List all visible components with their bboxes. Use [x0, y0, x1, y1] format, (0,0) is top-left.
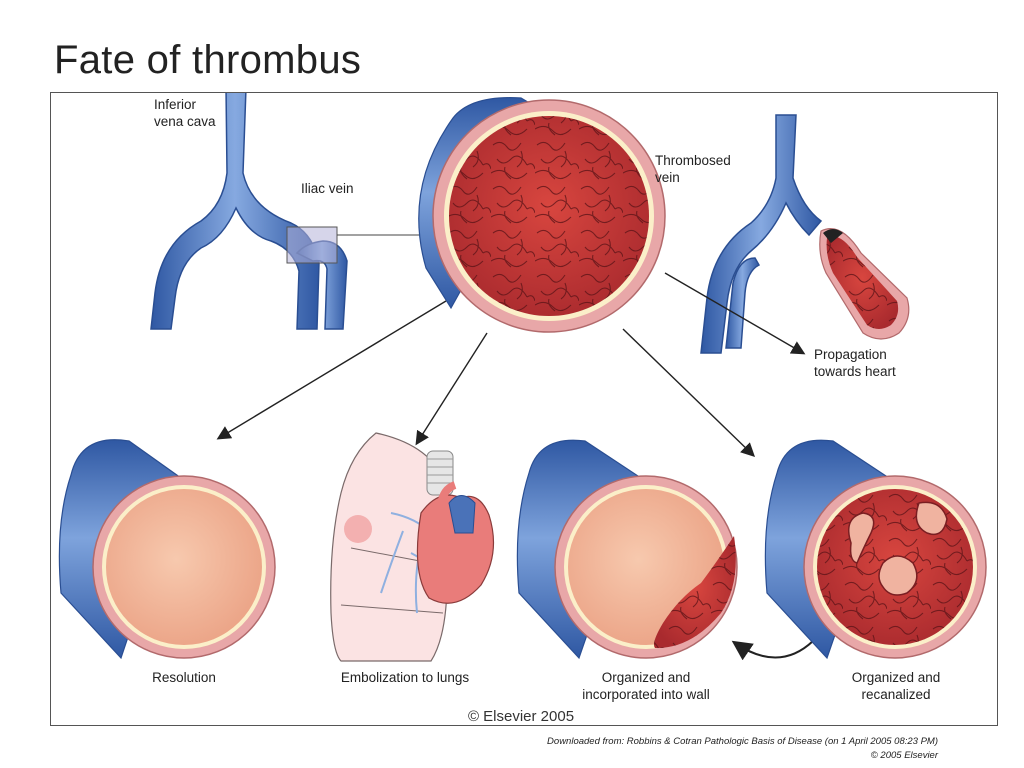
label-organized-wall-2: incorporated into wall	[582, 687, 710, 702]
label-organized-wall: Organized and	[602, 670, 691, 685]
label-thrombosed-vein-2: vein	[655, 170, 680, 185]
arrow-organization	[622, 328, 756, 457]
arrow-wall-to-recanalized	[731, 640, 814, 661]
arrow-propagation	[664, 272, 806, 355]
arrow-resolution	[216, 300, 447, 440]
source-credit: Downloaded from: Robbins & Cotran Pathol…	[547, 735, 938, 763]
label-resolution: Resolution	[152, 670, 216, 685]
source-copyright: © 2005 Elsevier	[870, 750, 938, 761]
label-inferior-vena-cava-2: vena cava	[154, 114, 216, 129]
figure-frame: Inferior vena cava Iliac vein Thrombosed…	[50, 92, 998, 726]
label-organized-recanalized: Organized and	[852, 670, 941, 685]
vein-resolution	[58, 439, 276, 660]
label-embolization: Embolization to lungs	[341, 670, 470, 685]
label-organized-recanalized-2: recanalized	[861, 687, 930, 702]
page-title: Fate of thrombus	[54, 38, 362, 82]
vein-tree-left	[150, 93, 436, 330]
label-iliac-vein: Iliac vein	[301, 181, 354, 196]
lung-and-heart	[330, 432, 495, 662]
arrows	[216, 272, 814, 661]
figure-copyright: © Elsevier 2005	[468, 708, 574, 725]
vein-recanalized	[764, 439, 987, 660]
thrombosed-vein-cylinder	[418, 97, 666, 333]
label-thrombosed-vein: Thrombosed	[655, 153, 731, 168]
vein-tree-right	[700, 114, 910, 354]
source-downloaded: Downloaded from: Robbins & Cotran Pathol…	[547, 736, 938, 747]
label-propagation-2: towards heart	[814, 364, 896, 379]
label-propagation: Propagation	[814, 347, 887, 362]
label-inferior-vena-cava: Inferior	[154, 97, 197, 112]
thrombus-diagram: Inferior vena cava Iliac vein Thrombosed…	[58, 93, 987, 725]
vein-organized-wall	[516, 439, 738, 660]
arrow-embolization	[415, 332, 488, 446]
